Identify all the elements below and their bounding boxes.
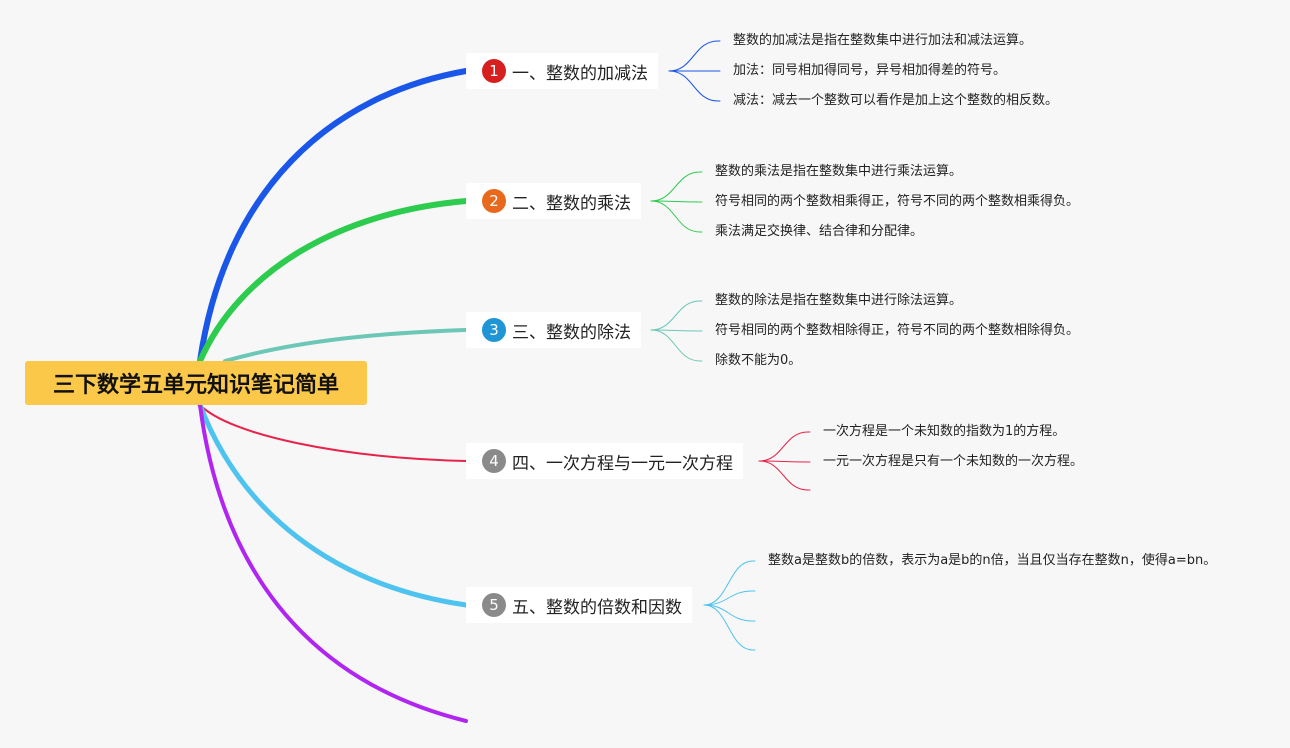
leaf-note[interactable]: 符号相同的两个整数相乘得正，符号不同的两个整数相乘得负。 bbox=[715, 194, 1080, 209]
topic-node-multiples-factors[interactable]: 5 五、整数的倍数和因数 bbox=[466, 587, 692, 623]
number-badge-icon: 2 bbox=[482, 189, 506, 213]
sub-branch-line bbox=[650, 300, 703, 331]
leaf-note[interactable]: 整数的除法是指在整数集中进行除法运算。 bbox=[715, 293, 963, 308]
sub-branch-line bbox=[650, 329, 703, 362]
root-node[interactable]: 三下数学五单元知识笔记简单 bbox=[25, 361, 367, 405]
number-badge-icon: 1 bbox=[482, 59, 506, 83]
sub-branch-line bbox=[668, 40, 721, 72]
topic-node-division[interactable]: 3 三、整数的除法 bbox=[466, 312, 641, 348]
number-badge-icon: 5 bbox=[482, 593, 506, 617]
leaf-note[interactable]: 除数不能为0。 bbox=[715, 353, 802, 368]
main-branch-line bbox=[197, 402, 469, 608]
topic-node-linear-equations[interactable]: 4 四、一次方程与一元一次方程 bbox=[466, 443, 743, 479]
leaf-note[interactable]: 一元一次方程是只有一个未知数的一次方程。 bbox=[823, 454, 1084, 469]
sub-branch-line bbox=[703, 604, 756, 622]
root-label: 三下数学五单元知识笔记简单 bbox=[52, 373, 339, 398]
topic-node-multiplication[interactable]: 2 二、整数的乘法 bbox=[466, 183, 641, 219]
number-badge-icon: 3 bbox=[482, 318, 506, 342]
leaf-note[interactable]: 整数a是整数b的倍数，表示为a是b的n倍，当且仅当存在整数n，使得a=bn。 bbox=[768, 553, 1217, 568]
sub-branch-line bbox=[703, 560, 756, 606]
leaf-note[interactable]: 乘法满足交换律、结合律和分配律。 bbox=[715, 224, 924, 239]
sub-branch-line bbox=[650, 200, 703, 203]
sub-branch-line bbox=[703, 604, 756, 651]
leaf-note[interactable]: 符号相同的两个整数相除得正，符号不同的两个整数相除得负。 bbox=[715, 323, 1080, 338]
sub-branch-line bbox=[758, 460, 811, 463]
number-badge-icon: 4 bbox=[482, 449, 506, 473]
topic-label: 二、整数的乘法 bbox=[512, 193, 631, 214]
main-branch-line bbox=[223, 328, 468, 363]
main-branch-line bbox=[197, 198, 469, 364]
topic-label: 四、一次方程与一元一次方程 bbox=[512, 453, 733, 474]
main-branch-line bbox=[197, 68, 469, 364]
sub-branch-line bbox=[758, 460, 811, 491]
sub-branch-line bbox=[650, 329, 703, 332]
leaf-note[interactable]: 加法：同号相加得同号，异号相加得差的符号。 bbox=[733, 63, 1007, 78]
sub-branch-line bbox=[703, 590, 756, 606]
sub-branch-line bbox=[758, 431, 811, 462]
main-branch-line bbox=[198, 403, 468, 723]
leaf-note[interactable]: 整数的加减法是指在整数集中进行加法和减法运算。 bbox=[733, 33, 1033, 48]
topic-label: 三、整数的除法 bbox=[512, 322, 631, 343]
topic-label: 一、整数的加减法 bbox=[512, 63, 648, 84]
topic-label: 五、整数的倍数和因数 bbox=[512, 597, 682, 618]
sub-branch-line bbox=[668, 70, 721, 102]
main-branch-line bbox=[199, 404, 467, 462]
sub-branch-line bbox=[650, 171, 703, 202]
leaf-note[interactable]: 减法：减去一个整数可以看作是加上这个整数的相反数。 bbox=[733, 93, 1059, 108]
leaf-note[interactable]: 整数的乘法是指在整数集中进行乘法运算。 bbox=[715, 164, 963, 179]
sub-branch-line bbox=[650, 200, 703, 233]
leaf-note[interactable]: 一次方程是一个未知数的指数为1的方程。 bbox=[823, 424, 1066, 439]
topic-node-addition-subtraction[interactable]: 1 一、整数的加减法 bbox=[466, 53, 658, 89]
